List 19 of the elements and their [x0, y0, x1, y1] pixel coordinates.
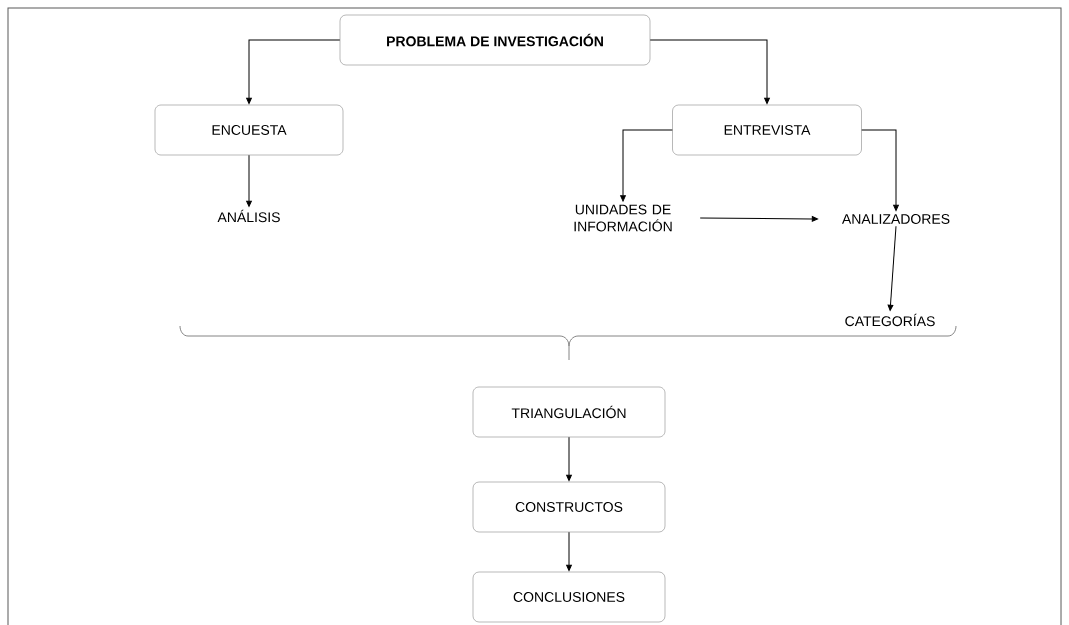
arrow — [649, 39, 770, 105]
title-box: PROBLEMA DE INVESTIGACIÓN — [339, 14, 651, 66]
node-label: CATEGORÍAS — [845, 313, 935, 327]
process-box: CONSTRUCTOS — [472, 481, 666, 533]
arrow — [566, 531, 572, 572]
arrow — [620, 129, 673, 202]
process-box: CONCLUSIONES — [472, 571, 666, 623]
arrow — [566, 436, 572, 482]
arrow — [861, 129, 899, 212]
node-label: UNIDADES DE INFORMACIÓN — [574, 204, 672, 232]
process-box: TRIANGULACIÓN — [472, 386, 666, 438]
process-box: ENTREVISTA — [672, 104, 862, 156]
arrow — [246, 39, 341, 105]
arrow — [246, 154, 252, 207]
process-box: ENCUESTA — [154, 104, 344, 156]
arrow — [887, 225, 897, 311]
arrow — [699, 216, 819, 222]
node-label: ANÁLISIS — [217, 209, 280, 223]
node-label: ANALIZADORES — [841, 214, 950, 224]
